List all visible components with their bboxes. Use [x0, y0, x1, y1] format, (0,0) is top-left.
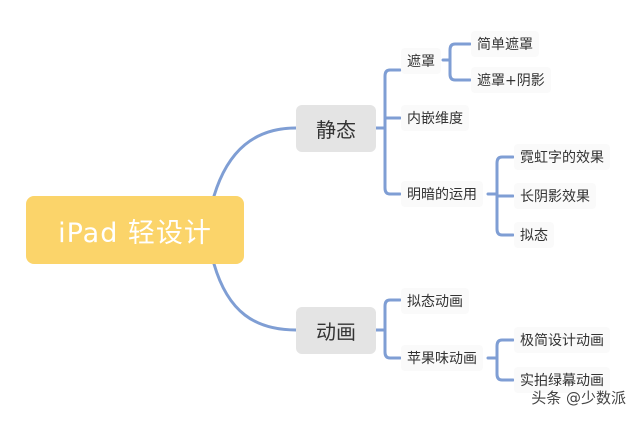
link-root-animation — [212, 262, 298, 332]
link-static-mask — [388, 68, 402, 196]
mindmap-root: iPad 轻设计 — [26, 196, 244, 264]
node-mask-shadow: 遮罩+阴影 — [471, 67, 551, 93]
node-mask-simple: 简单遮罩 — [471, 31, 539, 57]
node-lighting: 明暗的运用 — [401, 181, 483, 207]
node-minimal-animation: 极简设计动画 — [514, 327, 610, 353]
link-apple-children — [486, 338, 515, 382]
node-mask: 遮罩 — [401, 48, 441, 74]
node-inset: 内嵌维度 — [401, 105, 469, 131]
node-static: 静态 — [296, 105, 376, 152]
link-static-trunk — [374, 68, 402, 196]
node-skeuo-animation: 拟态动画 — [401, 288, 469, 314]
node-apple-animation: 苹果味动画 — [401, 345, 483, 371]
node-animation: 动画 — [296, 307, 376, 354]
link-lighting-children — [486, 155, 515, 237]
node-greenscreen-animation: 实拍绿幕动画 — [514, 367, 610, 393]
node-long-shadow: 长阴影效果 — [514, 183, 596, 209]
link-root-static — [212, 126, 298, 198]
node-neon: 霓虹字的效果 — [514, 144, 610, 170]
link-mask-children — [441, 42, 472, 82]
link-animation-trunk — [374, 298, 402, 360]
node-skeuo: 拟态 — [514, 222, 554, 248]
watermark-text: 头条 @少数派 — [531, 389, 626, 407]
